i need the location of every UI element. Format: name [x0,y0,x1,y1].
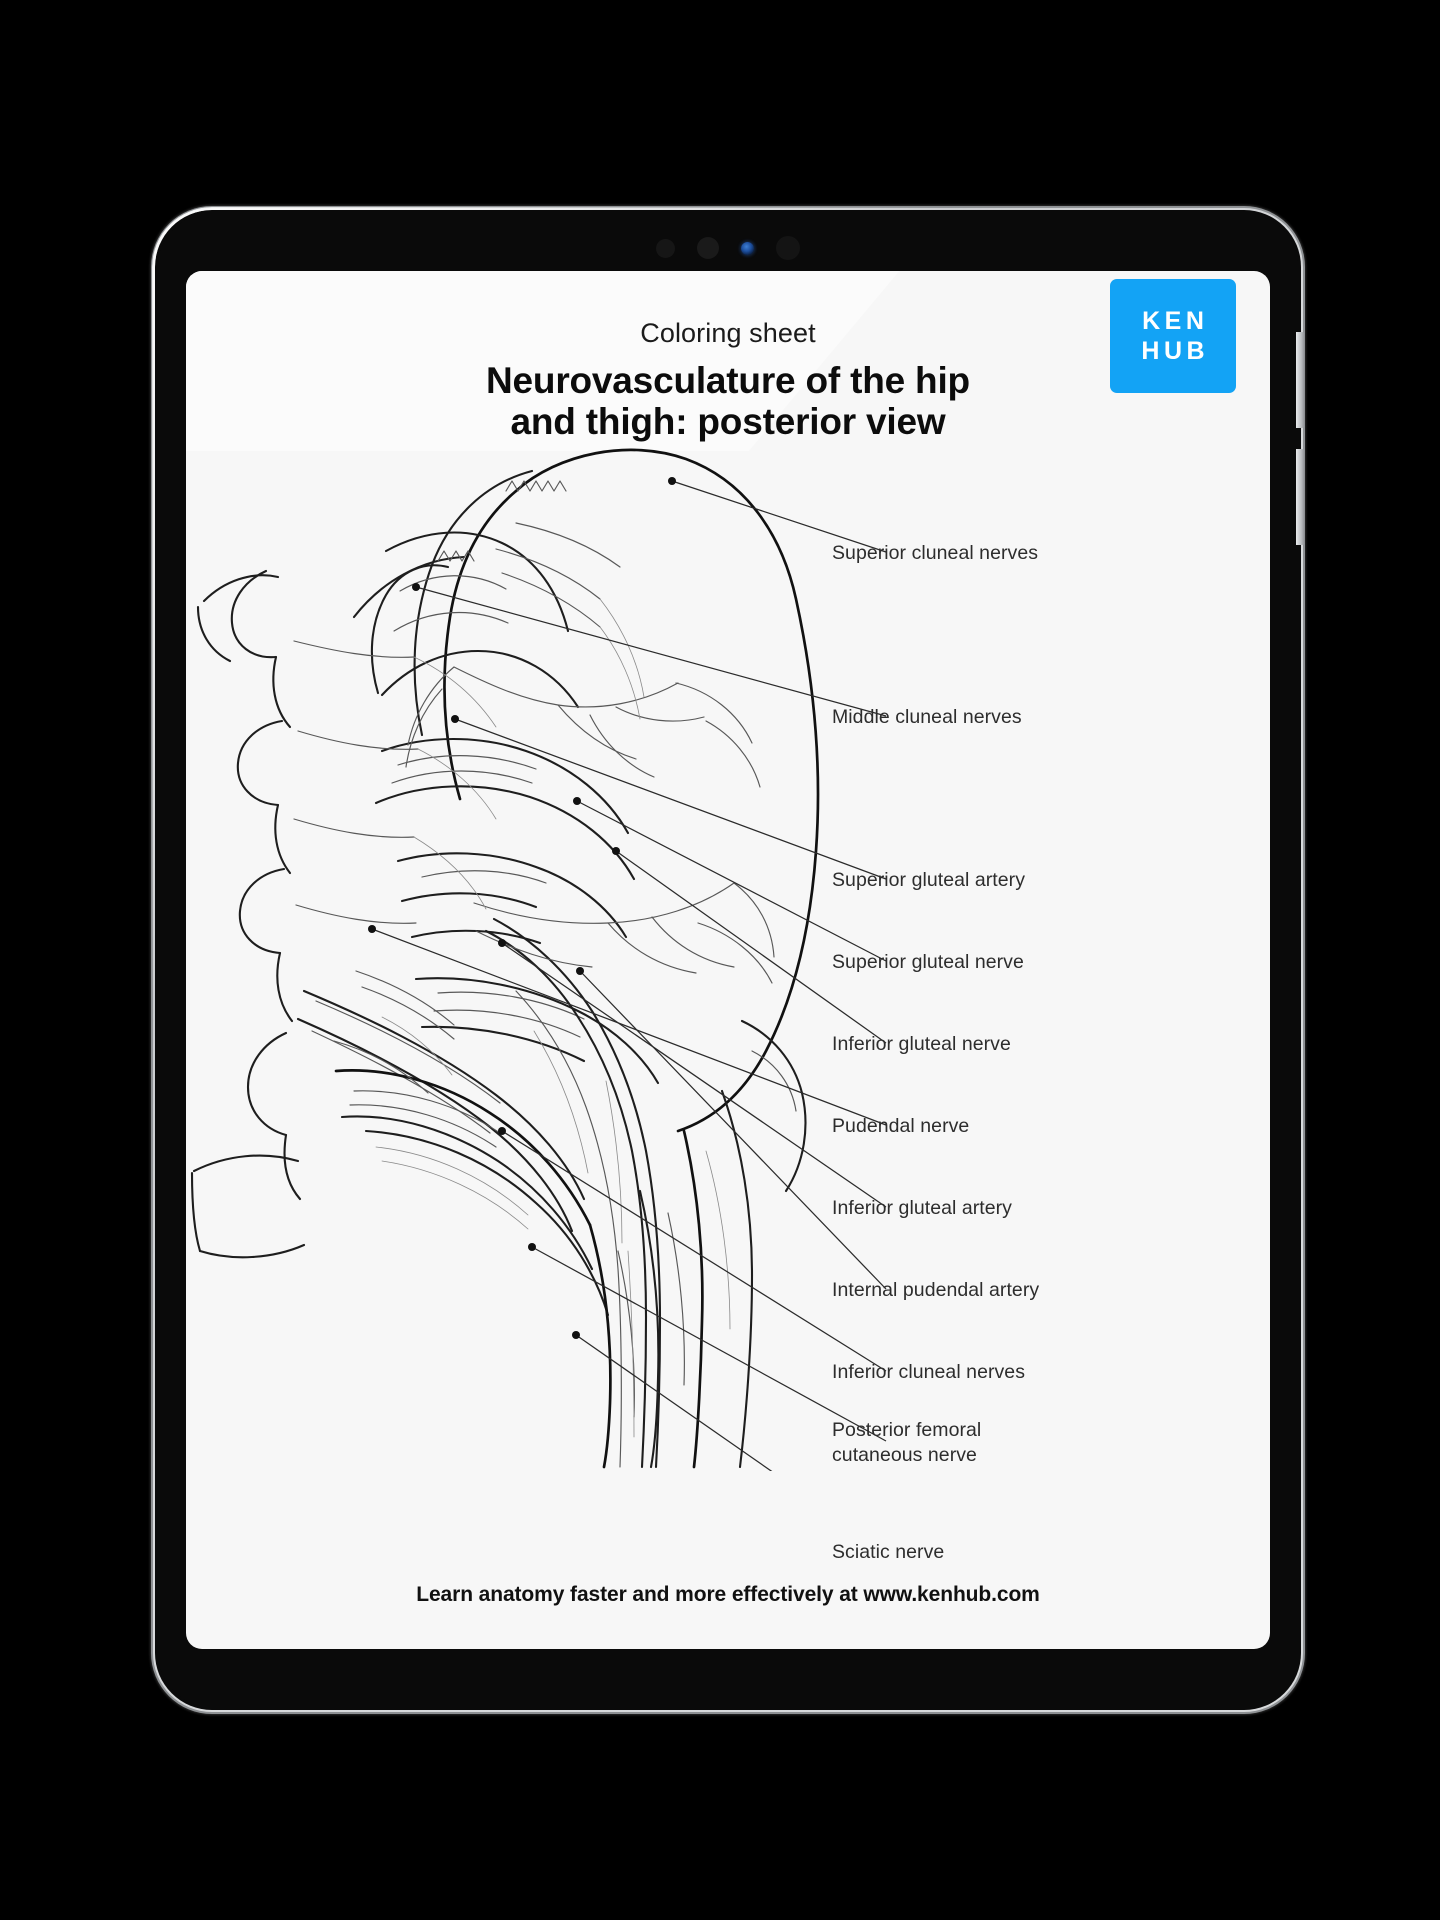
kenhub-logo: KEN HUB [1110,279,1236,393]
volume-down-button[interactable] [1296,449,1305,545]
label-sciatic-nerve: Sciatic nerve [832,1541,945,1563]
label-list: Superior cluneal nerves Middle cluneal n… [832,431,1270,1563]
sensor-cluster [158,236,1298,260]
page-title-line-1: Neurovasculature of the hip [486,359,970,401]
label-inferior-gluteal-artery: Inferior gluteal artery [832,1197,1012,1219]
page-title-line-2: and thigh: posterior view [510,401,946,443]
label-inferior-cluneal-nerves: Inferior cluneal nerves [832,1361,1025,1383]
label-superior-gluteal-nerve: Superior gluteal nerve [832,951,1024,973]
leader-superior-gluteal-artery [451,715,887,880]
femur-greater-trochanter [740,1019,807,1193]
leader-inferior-gluteal-artery [498,939,887,1208]
leader-sciatic-nerve [572,1331,773,1471]
posterior-femoral-cutaneous-nerve-path [515,990,622,1468]
cutaneous-nerve-branches [293,640,497,924]
tablet-screen: Coloring sheet Neurovasculature of the h… [186,271,1270,1649]
pudendal-neurovascular-bundle [333,970,455,1094]
label-internal-pudendal-artery: Internal pudendal artery [832,1279,1040,1301]
leader-middle-cluneal-nerves [412,583,887,717]
leader-lines [368,477,887,1471]
volume-up-button[interactable] [1296,332,1305,428]
logo-line-ken: KEN [1142,306,1209,335]
sheet-kicker: Coloring sheet [640,318,816,348]
sheet-header: Coloring sheet Neurovasculature of the h… [186,318,1270,443]
hamstring-muscle-bellies [588,1089,754,1469]
gluteus-maximus-outline [370,448,820,1133]
leader-inferior-cluneal-nerves [498,1127,887,1372]
leader-pudendal-nerve [368,925,887,1126]
anatomy-line-art-svg [190,448,887,1471]
label-superior-gluteal-artery: Superior gluteal artery [832,869,1025,891]
sensor-dot-icon [697,237,719,259]
superior-cluneal-branch-detail [495,522,645,720]
sensor-dot-icon [656,238,675,258]
label-middle-cluneal-nerves: Middle cluneal nerves [832,706,1022,728]
sacrum-and-ilium [190,569,306,1259]
page-title: Neurovasculature of the hip and thigh: p… [186,360,1270,443]
label-superior-cluneal-nerves: Superior cluneal nerves [832,542,1039,564]
ischial-tuberosity-hamstring-origin [334,1069,610,1317]
label-pudendal-nerve: Pudendal nerve [832,1115,970,1137]
sensor-dot-icon [776,236,800,260]
sheet-footer: Learn anatomy faster and more effectivel… [416,1583,1040,1606]
anatomy-illustration [186,431,1270,1471]
leader-posterior-femoral-cutaneous-nerve [528,1243,887,1442]
leader-superior-cluneal-nerves [668,477,887,553]
inferior-gluteal-vessels [473,882,775,984]
logo-line-hub: HUB [1141,337,1210,365]
label-posterior-femoral-cutaneous-nerve: Posterior femoral cutaneous nerve [832,1419,982,1466]
leader-inferior-gluteal-nerve [612,847,887,1044]
tablet-device: Coloring sheet Neurovasculature of the h… [152,207,1305,1713]
gluteal-vessels-branches [405,666,761,788]
label-inferior-gluteal-nerve: Inferior gluteal nerve [832,1033,1011,1055]
piriformis-muscle [374,738,636,881]
front-camera-icon [741,241,754,255]
sciatic-nerve-trunk [484,917,662,1469]
skin-edge-crenellations [437,480,567,562]
leader-internal-pudendal-artery [576,967,887,1290]
leader-superior-gluteal-nerve [573,797,887,962]
